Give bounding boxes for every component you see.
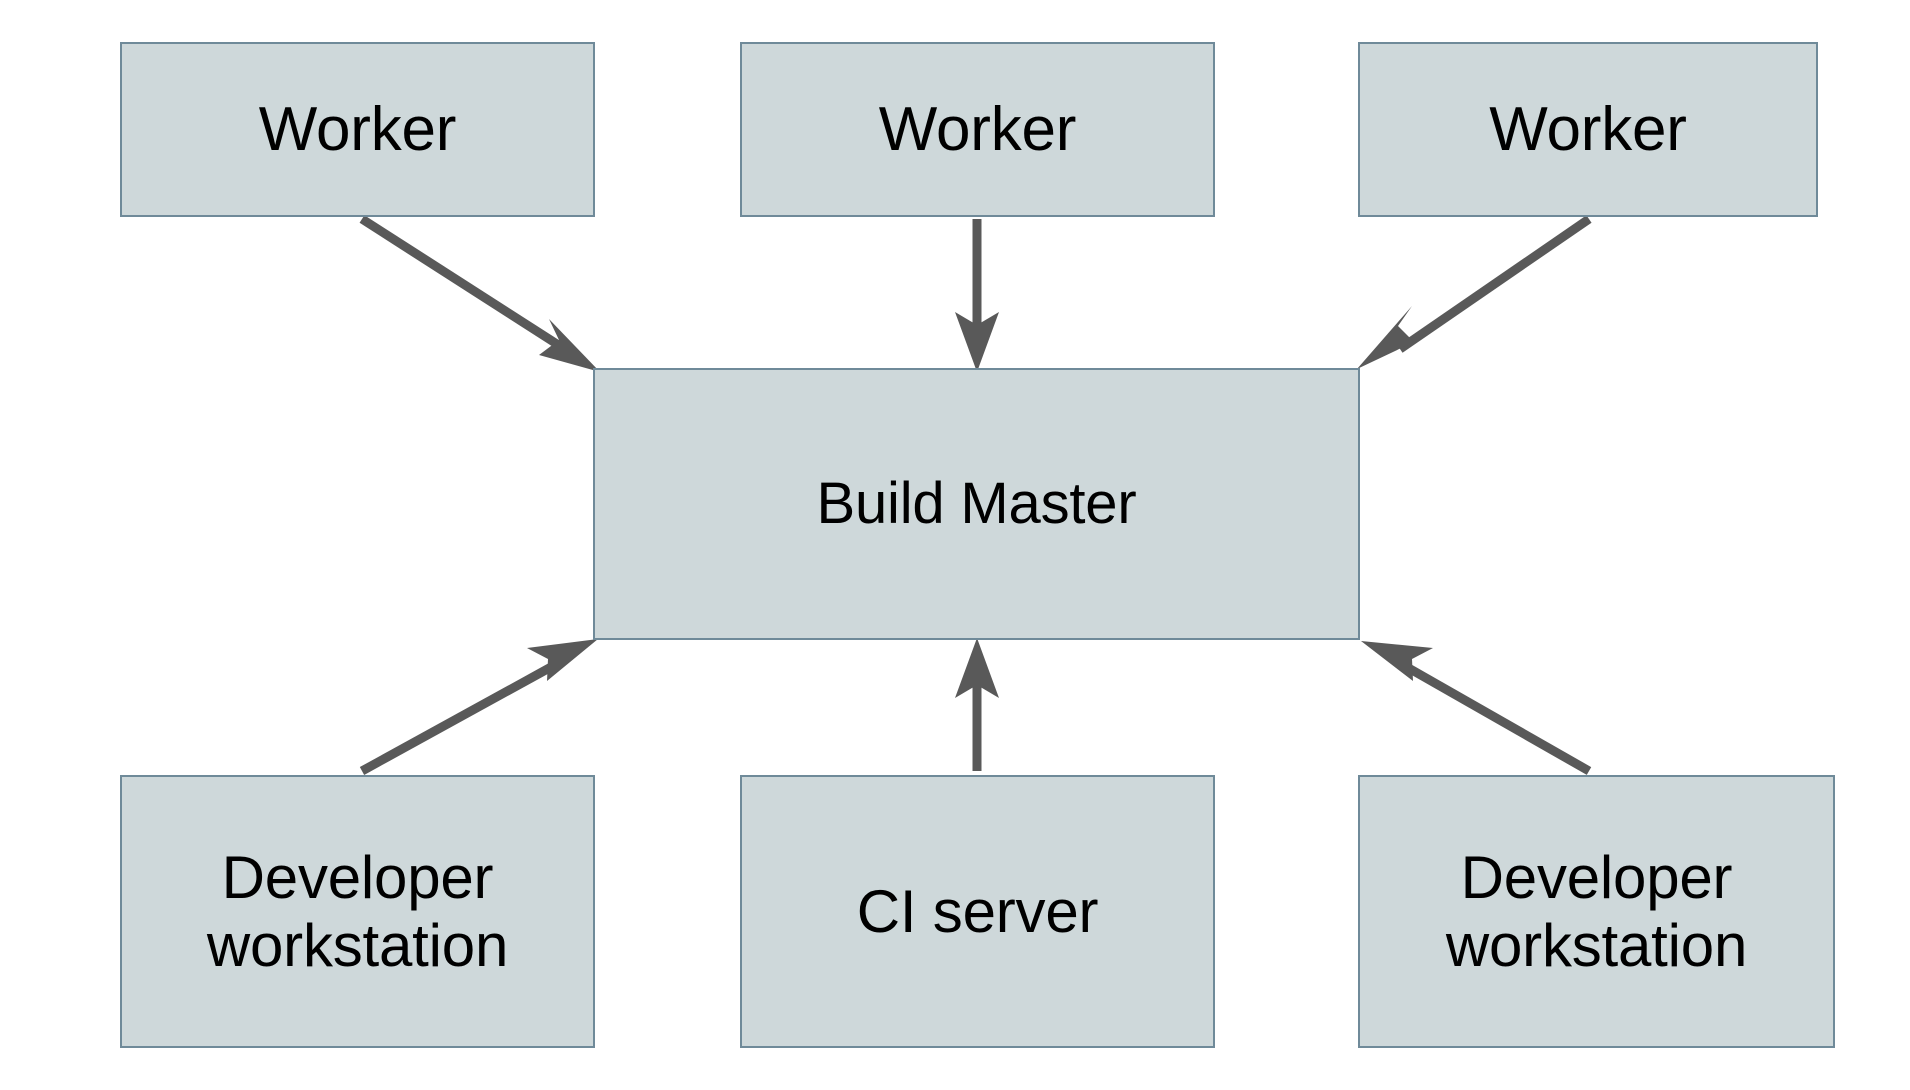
edge-dev-ws-1-to-build-master (359, 639, 598, 775)
node-worker-1[interactable]: Worker (120, 42, 595, 217)
node-worker-3[interactable]: Worker (1358, 42, 1818, 217)
node-worker-2[interactable]: Worker (740, 42, 1215, 217)
node-developer-workstation-1-label: Developer workstation (206, 844, 509, 979)
node-worker-1-label: Worker (258, 94, 457, 164)
edge-worker-2-to-build-master (955, 219, 999, 372)
node-developer-workstation-2[interactable]: Developer workstation (1358, 775, 1835, 1048)
edge-worker-1-to-build-master (359, 215, 600, 372)
node-developer-workstation-1[interactable]: Developer workstation (120, 775, 595, 1048)
node-build-master[interactable]: Build Master (593, 368, 1360, 640)
edge-ci-server-to-build-master (955, 638, 999, 771)
node-ci-server-label: CI server (856, 877, 1099, 945)
node-developer-workstation-2-label: Developer workstation (1445, 844, 1748, 979)
node-build-master-label: Build Master (816, 470, 1137, 536)
node-ci-server[interactable]: CI server (740, 775, 1215, 1048)
node-worker-2-label: Worker (878, 94, 1077, 164)
node-worker-3-label: Worker (1489, 94, 1687, 164)
edge-worker-3-to-build-master (1357, 215, 1592, 369)
edge-dev-ws-2-to-build-master (1361, 641, 1592, 775)
